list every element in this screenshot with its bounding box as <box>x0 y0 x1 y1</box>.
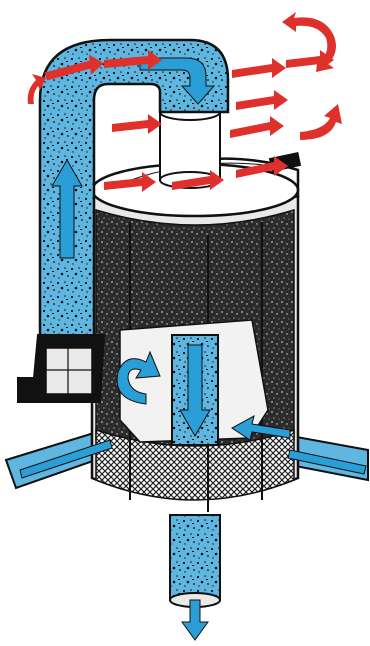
inlet-connector <box>18 335 104 402</box>
air-arrow <box>300 104 342 140</box>
air-arrow <box>236 90 288 110</box>
air-arrow <box>230 116 284 138</box>
air-arrow <box>112 114 162 134</box>
air-arrow <box>232 58 286 78</box>
drain-pipe <box>170 515 220 607</box>
